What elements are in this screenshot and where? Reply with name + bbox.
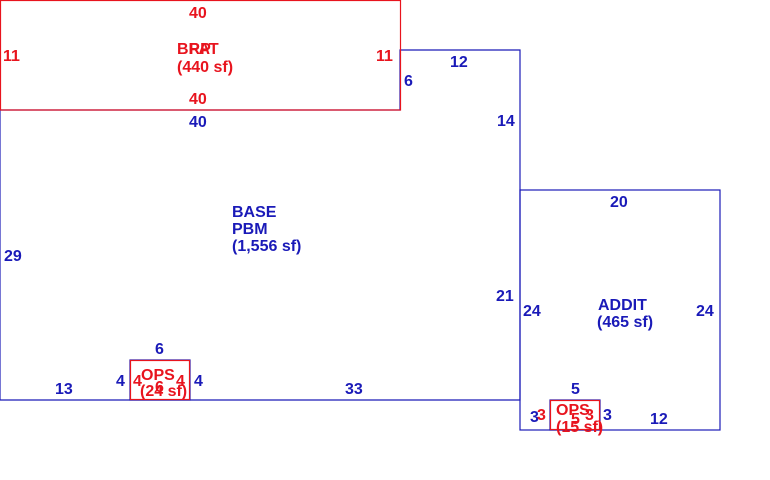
patio-label-line1: BRP (177, 41, 211, 58)
base-label-line2: PBM (232, 221, 268, 238)
dim-base-left: 29 (4, 248, 22, 265)
dim-patio-top: 40 (189, 5, 207, 22)
base-label-area: (1,556 sf) (232, 238, 301, 255)
dim-patio-bottom: 40 (189, 91, 207, 108)
dim-base-right-lower: 21 (496, 288, 514, 305)
patio-outline (0, 0, 402, 111)
dim-addit-right: 24 (696, 303, 714, 320)
dim-ops-left-inner-right: 4 (176, 373, 185, 390)
dim-ops-left-top: 6 (155, 341, 164, 358)
dim-patio-left: 11 (3, 48, 20, 65)
dim-ops-right-top: 5 (571, 381, 580, 398)
dim-ops-right-inner-left: 3 (537, 407, 546, 424)
ops-right-label: OPS (556, 402, 590, 419)
dim-ops-right-right: 3 (603, 407, 612, 424)
dim-base-top: 40 (189, 114, 207, 131)
dim-ops-right-inner-bottom: 5 (571, 411, 580, 428)
addit-label-line1: ADDIT (598, 297, 647, 314)
dim-base-bottom-right: 33 (345, 381, 363, 398)
ops-left-label: OPS (141, 367, 175, 384)
dim-ops-left-outer-right: 4 (194, 373, 203, 390)
addit-outline (519, 189, 721, 431)
dim-base-right-a: 6 (404, 73, 413, 90)
dim-addit-bottom: 12 (650, 411, 668, 428)
ops-left-area: (24 sf) (140, 383, 187, 400)
dim-ops-right-inner-right: 3 (585, 407, 594, 424)
base-label-line1: BASE (232, 204, 277, 221)
ops-left-overlay (129, 359, 191, 401)
dim-ops-left-inner-bottom: 6 (155, 379, 164, 396)
dim-ops-left-inner-left: 4 (133, 373, 142, 390)
dim-base-right-step: 12 (450, 54, 468, 71)
addit-label-area: (465 sf) (597, 314, 653, 331)
dim-addit-left: 24 (523, 303, 541, 320)
dim-base-right-b: 14 (497, 113, 515, 130)
ops-right-area: (15 sf) (556, 419, 603, 436)
ops-right-overlay (549, 399, 601, 431)
dim-base-bottom-left: 13 (55, 381, 73, 398)
dim-addit-top: 20 (610, 194, 628, 211)
dim-patio-right: 11 (376, 48, 393, 65)
dim-ops-right-left: 3 (530, 409, 539, 426)
patio-label-line1-overlap: PAT (189, 41, 219, 58)
patio-label-area: (440 sf) (177, 59, 233, 76)
dim-ops-left-outer-left: 4 (116, 373, 125, 390)
